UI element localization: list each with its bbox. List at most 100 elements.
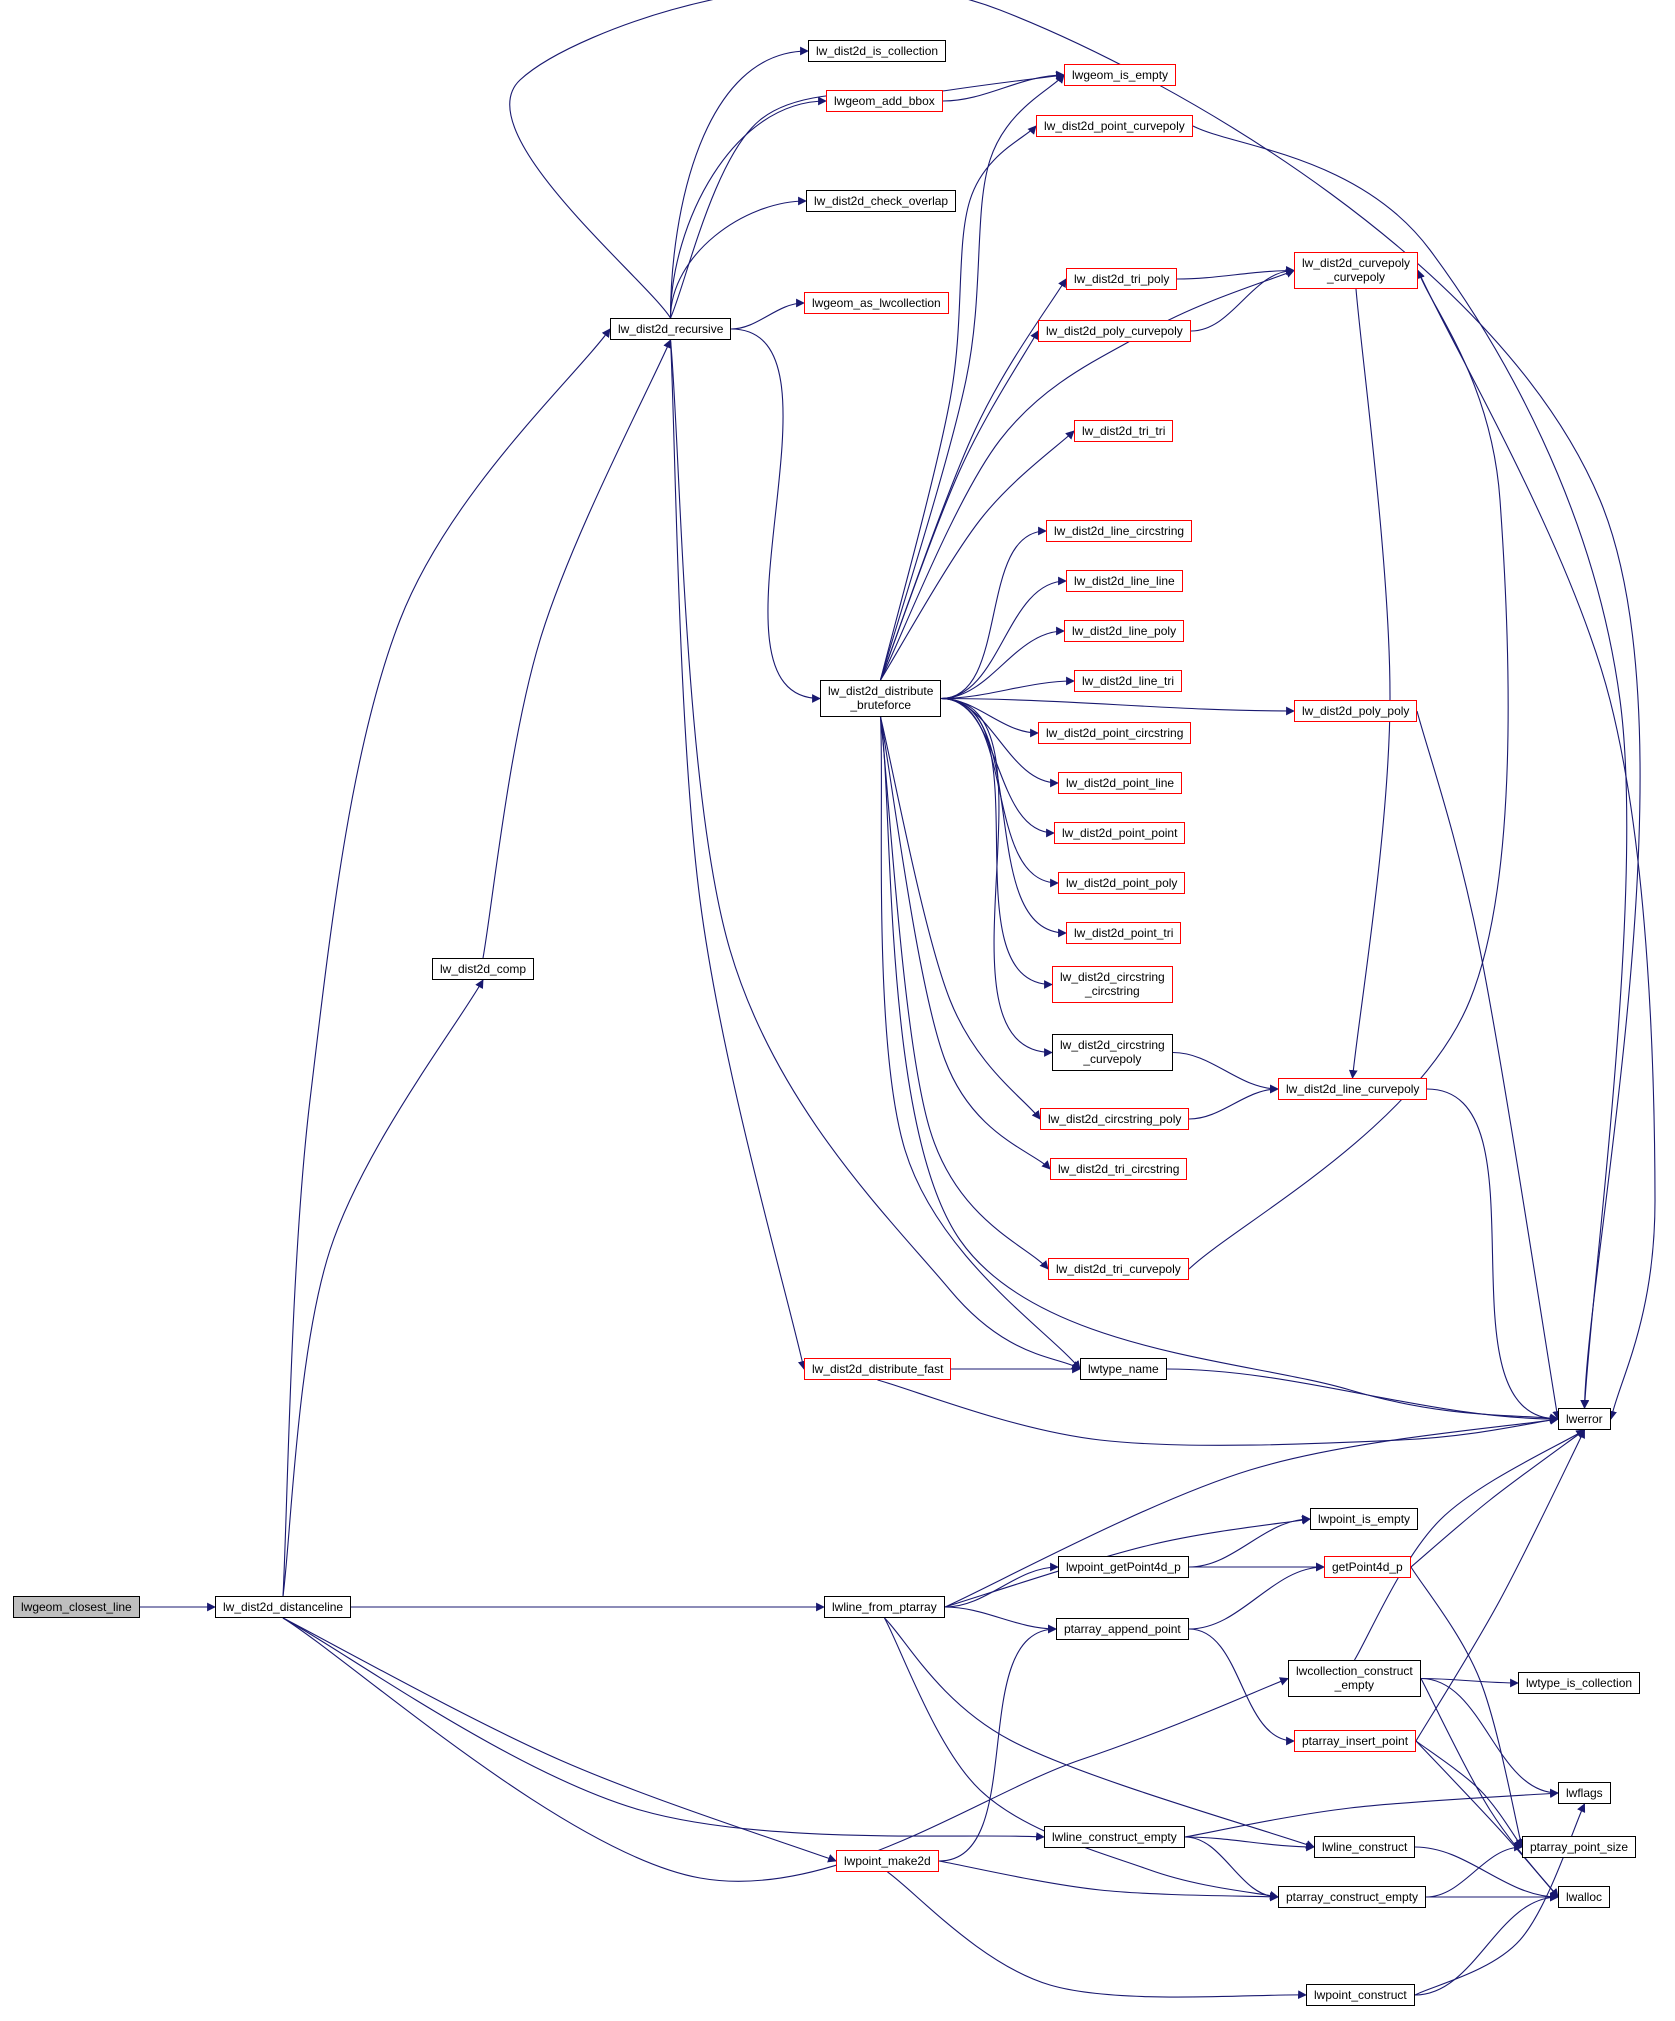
node-lwgeom_as_lwcollection[interactable]: lwgeom_as_lwcollection — [804, 292, 949, 315]
node-lwpoint_make2d[interactable]: lwpoint_make2d — [836, 1850, 939, 1873]
edge-lw_dist2d_line_curvepoly--lwerror — [1426, 1088, 1559, 1424]
node-lw_dist2d_distanceline[interactable]: lw_dist2d_distanceline — [215, 1596, 352, 1619]
edge-getPoint4d_p--ptarray_point_size — [1410, 1566, 1525, 1848]
node-lw_dist2d_point_line[interactable]: lw_dist2d_point_line — [1058, 772, 1183, 795]
node-lw_dist2d_line_curvepoly[interactable]: lw_dist2d_line_curvepoly — [1278, 1078, 1428, 1101]
edge-lw_dist2d_poly_curvepoly--lw_dist2d_curvepoly_curvepoly — [1190, 266, 1295, 332]
edge-lw_dist2d_recursive--lw_dist2d_is_collection — [669, 46, 809, 319]
node-lw_dist2d_circstring_curvepoly[interactable]: lw_dist2d_circstring _curvepoly — [1052, 1034, 1173, 1071]
node-lwgeom_closest_line[interactable]: lwgeom_closest_line — [13, 1596, 140, 1619]
edge-getPoint4d_p--lwerror — [1410, 1429, 1586, 1568]
node-lw_dist2d_tri_circstring[interactable]: lw_dist2d_tri_circstring — [1050, 1158, 1188, 1181]
node-lw_dist2d_point_tri[interactable]: lw_dist2d_point_tri — [1066, 922, 1182, 945]
edge-lw_dist2d_distribute_bruteforce--lw_dist2d_line_circstring — [940, 526, 1047, 700]
node-lwgeom_is_empty[interactable]: lwgeom_is_empty — [1064, 64, 1177, 87]
edge-lwpoint_make2d--ptarray_construct_empty — [938, 1860, 1279, 1902]
edge-lw_dist2d_point_curvepoly--lwerror — [1192, 125, 1628, 1409]
node-lwalloc[interactable]: lwalloc — [1558, 1886, 1611, 1909]
node-lw_dist2d_is_collection[interactable]: lw_dist2d_is_collection — [808, 40, 947, 63]
node-lw_dist2d_comp[interactable]: lw_dist2d_comp — [432, 958, 535, 981]
edge-lw_dist2d_distribute_bruteforce--lw_dist2d_poly_poly — [940, 697, 1295, 716]
node-lw_dist2d_tri_poly[interactable]: lw_dist2d_tri_poly — [1066, 268, 1178, 291]
edge-lwline_from_ptarray--ptarray_construct_empty — [884, 1617, 1279, 1900]
edge-lw_dist2d_tri_poly--lw_dist2d_curvepoly_curvepoly — [1176, 266, 1295, 280]
edge-ptarray_append_point--getPoint4d_p — [1188, 1562, 1325, 1630]
node-lwline_from_ptarray[interactable]: lwline_from_ptarray — [824, 1596, 945, 1619]
node-lwgeom_add_bbox[interactable]: lwgeom_add_bbox — [826, 90, 943, 113]
node-lwpoint_construct[interactable]: lwpoint_construct — [1306, 1984, 1415, 2007]
edge-lw_dist2d_distribute_bruteforce--lw_dist2d_line_tri — [940, 676, 1075, 700]
edge-ptarray_insert_point--lwerror — [1415, 1429, 1585, 1742]
node-lwcollection_construct_empty[interactable]: lwcollection_construct _empty — [1288, 1660, 1421, 1697]
node-lw_dist2d_point_point[interactable]: lw_dist2d_point_point — [1054, 822, 1186, 845]
node-lw_dist2d_distribute_bruteforce[interactable]: lw_dist2d_distribute _bruteforce — [820, 680, 942, 717]
node-lwpoint_is_empty[interactable]: lwpoint_is_empty — [1310, 1508, 1419, 1531]
node-lw_dist2d_circstring_circstring[interactable]: lw_dist2d_circstring _circstring — [1052, 966, 1173, 1003]
node-lw_dist2d_line_poly[interactable]: lw_dist2d_line_poly — [1064, 620, 1185, 643]
node-lw_dist2d_poly_poly[interactable]: lw_dist2d_poly_poly — [1294, 700, 1418, 723]
node-lwpoint_getPoint4d_p[interactable]: lwpoint_getPoint4d_p — [1058, 1556, 1189, 1579]
node-lw_dist2d_check_overlap[interactable]: lw_dist2d_check_overlap — [806, 190, 957, 213]
edge-lw_dist2d_distribute_bruteforce--lw_dist2d_line_line — [940, 576, 1067, 700]
edge-lwline_from_ptarray--lwerror — [944, 1415, 1559, 1608]
edge-lw_dist2d_distribute_bruteforce--lw_dist2d_point_curvepoly — [879, 125, 1037, 681]
edge-lwgeom_add_bbox--lwgeom_is_empty — [942, 70, 1065, 102]
node-lw_dist2d_poly_curvepoly[interactable]: lw_dist2d_poly_curvepoly — [1038, 320, 1191, 343]
edge-lw_dist2d_circstring_poly--lw_dist2d_line_curvepoly — [1188, 1084, 1279, 1120]
node-lw_dist2d_line_line[interactable]: lw_dist2d_line_line — [1066, 570, 1183, 593]
edge-lw_dist2d_distanceline--lwline_construct_empty — [282, 1617, 1045, 1841]
edge-lw_dist2d_recursive--lw_dist2d_distribute_bruteforce — [730, 328, 821, 703]
edge-lw_dist2d_distribute_bruteforce--lw_dist2d_line_poly — [940, 626, 1065, 700]
edge-lw_dist2d_recursive--lw_dist2d_distribute_fast — [669, 339, 807, 1370]
node-lwerror[interactable]: lwerror — [1558, 1408, 1611, 1431]
edge-lw_dist2d_distribute_bruteforce--lw_dist2d_circstring_poly — [879, 716, 1041, 1120]
edge-lw_dist2d_tri_curvepoly--lw_dist2d_curvepoly_curvepoly — [1188, 269, 1509, 1270]
node-lw_dist2d_line_tri[interactable]: lw_dist2d_line_tri — [1074, 670, 1183, 693]
edge-lw_dist2d_distribute_bruteforce--lw_dist2d_tri_circstring — [879, 716, 1051, 1170]
edge-lw_dist2d_distribute_bruteforce--lw_dist2d_poly_curvepoly — [879, 330, 1039, 681]
edge-lw_dist2d_distribute_bruteforce--lw_dist2d_circstring_curvepoly — [940, 697, 1053, 1057]
node-ptarray_insert_point[interactable]: ptarray_insert_point — [1294, 1730, 1417, 1753]
node-lwline_construct[interactable]: lwline_construct — [1314, 1836, 1416, 1859]
edge-lw_dist2d_distanceline--lwcollection_construct_empty — [282, 1617, 1289, 1882]
node-ptarray_point_size[interactable]: ptarray_point_size — [1522, 1836, 1637, 1859]
node-getPoint4d_p[interactable]: getPoint4d_p — [1324, 1556, 1411, 1579]
edge-lw_dist2d_distanceline--lwpoint_make2d — [282, 1617, 837, 1863]
node-lw_dist2d_line_circstring[interactable]: lw_dist2d_line_circstring — [1046, 520, 1193, 543]
node-lw_dist2d_distribute_fast[interactable]: lw_dist2d_distribute_fast — [804, 1358, 952, 1381]
node-ptarray_construct_empty[interactable]: ptarray_construct_empty — [1278, 1886, 1427, 1909]
node-lw_dist2d_tri_curvepoly[interactable]: lw_dist2d_tri_curvepoly — [1048, 1258, 1189, 1281]
edge-lw_dist2d_curvepoly_curvepoly--lwerror — [1417, 270, 1656, 1420]
edge-lw_dist2d_distribute_bruteforce--lwerror — [879, 716, 1559, 1423]
node-lw_dist2d_curvepoly_curvepoly[interactable]: lw_dist2d_curvepoly _curvepoly — [1294, 252, 1419, 289]
edge-lwline_construct_empty--lwline_construct — [1184, 1836, 1315, 1852]
edge-lw_dist2d_distribute_bruteforce--lw_dist2d_point_point — [940, 697, 1055, 838]
node-lw_dist2d_point_circstring[interactable]: lw_dist2d_point_circstring — [1038, 722, 1192, 745]
edge-lwline_construct_empty--ptarray_construct_empty — [1184, 1836, 1279, 1902]
edge-lw_dist2d_distribute_bruteforce--lw_dist2d_tri_curvepoly — [879, 716, 1049, 1270]
node-lwflags[interactable]: lwflags — [1558, 1782, 1611, 1805]
node-lwtype_is_collection[interactable]: lwtype_is_collection — [1518, 1672, 1641, 1695]
node-lw_dist2d_circstring_poly[interactable]: lw_dist2d_circstring_poly — [1040, 1108, 1190, 1131]
edge-lwtype_name--lwerror — [1166, 1368, 1559, 1424]
node-lwline_construct_empty[interactable]: lwline_construct_empty — [1044, 1826, 1185, 1849]
node-lw_dist2d_tri_tri[interactable]: lw_dist2d_tri_tri — [1074, 420, 1174, 443]
edge-lwline_construct--lwalloc — [1414, 1846, 1559, 1902]
edge-lwline_construct_empty--lwflags — [1184, 1789, 1559, 1838]
edge-lw_dist2d_distribute_bruteforce--lwtype_name — [879, 716, 1081, 1370]
edge-lw_dist2d_recursive--lwgeom_as_lwcollection — [730, 298, 805, 330]
edge-lw_dist2d_curvepoly_curvepoly--lw_dist2d_line_curvepoly — [1348, 288, 1391, 1079]
node-lw_dist2d_recursive[interactable]: lw_dist2d_recursive — [610, 318, 732, 341]
node-ptarray_append_point[interactable]: ptarray_append_point — [1056, 1618, 1189, 1641]
node-lw_dist2d_point_poly[interactable]: lw_dist2d_point_poly — [1058, 872, 1186, 895]
edge-lw_dist2d_recursive--lwgeom_add_bbox — [669, 96, 827, 319]
edge-lw_dist2d_distribute_bruteforce--lw_dist2d_curvepoly_curvepoly — [880, 269, 1295, 681]
edge-ptarray_append_point--ptarray_insert_point — [1188, 1628, 1295, 1746]
node-lwtype_name[interactable]: lwtype_name — [1080, 1358, 1167, 1381]
edge-ptarray_construct_empty--ptarray_point_size — [1425, 1842, 1523, 1898]
edge-lwcollection_construct_empty--lwtype_is_collection — [1420, 1677, 1519, 1688]
edge-lw_dist2d_distribute_bruteforce--lw_dist2d_circstring_circstring — [940, 697, 1053, 989]
node-lw_dist2d_point_curvepoly[interactable]: lw_dist2d_point_curvepoly — [1036, 115, 1193, 138]
